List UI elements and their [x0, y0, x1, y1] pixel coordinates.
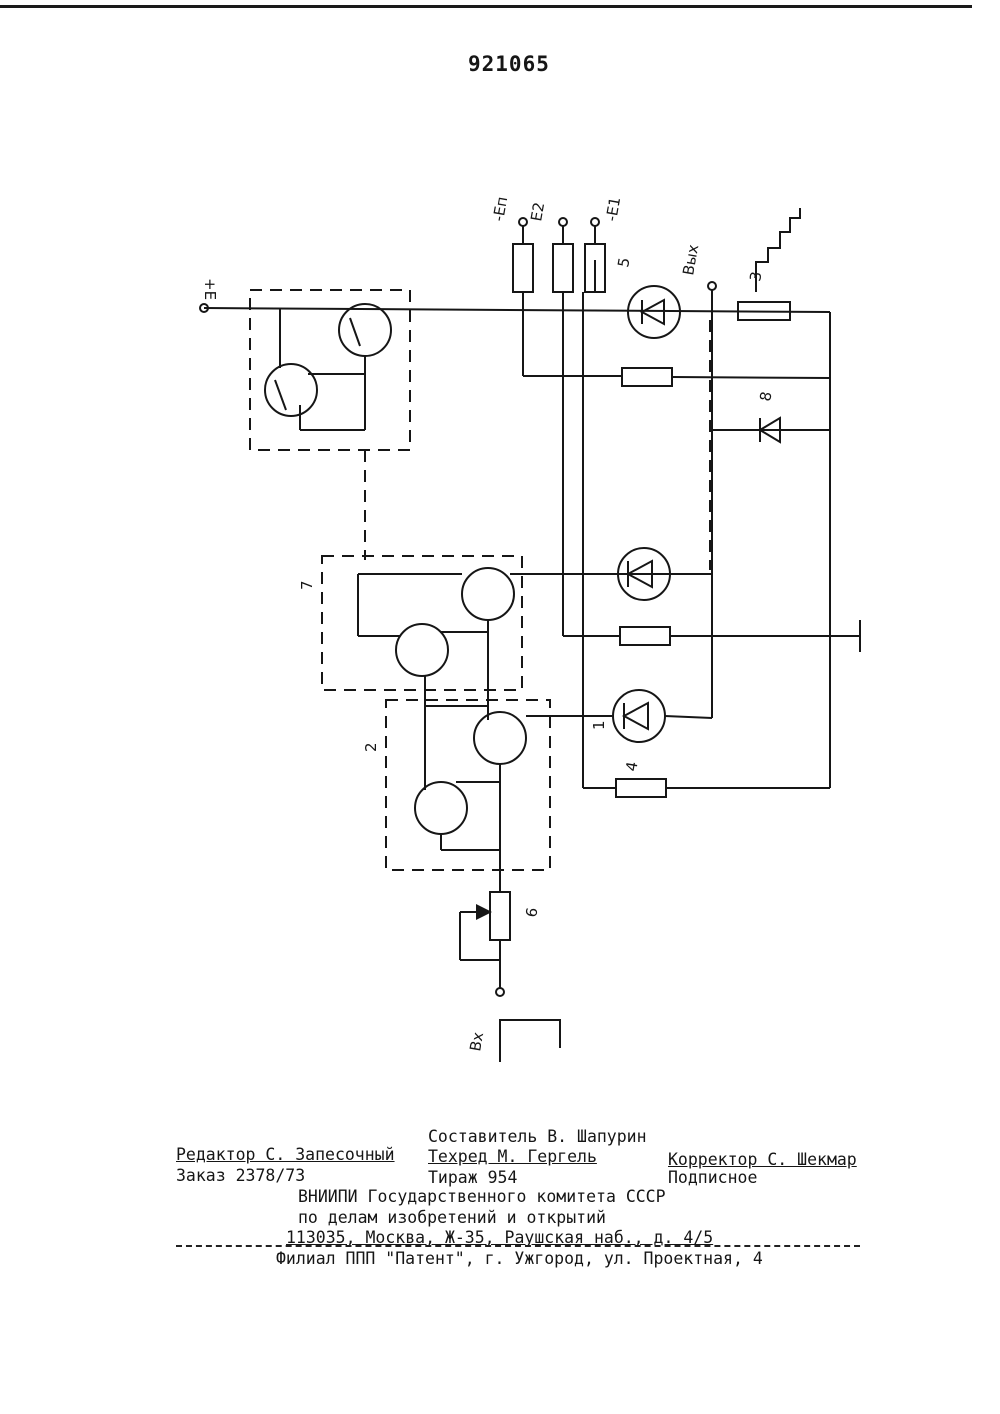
- diode-top: [628, 286, 680, 338]
- svg-text:-E1: -E1: [602, 196, 624, 223]
- svg-text:+E: +E: [201, 278, 219, 300]
- corrector-line: Корректор С. Шекмар: [668, 1150, 857, 1170]
- order-line: Заказ 2378/73: [176, 1166, 305, 1186]
- svg-text:6: 6: [522, 906, 541, 919]
- transistor-top-2: [265, 364, 317, 416]
- svg-text:5: 5: [614, 256, 633, 269]
- svg-text:2: 2: [362, 742, 380, 752]
- terminal-input: [496, 988, 504, 996]
- editor-line: Редактор С. Запесочный: [176, 1145, 395, 1165]
- techred-line: Техред М. Гергель: [428, 1147, 597, 1167]
- svg-text:E2: E2: [527, 201, 548, 223]
- svg-text:8: 8: [756, 390, 775, 403]
- potentiometer-6: [490, 892, 510, 940]
- resistor-en: [513, 244, 533, 292]
- compiler-line: Составитель В. Шапурин: [428, 1127, 647, 1147]
- transistor-top-1: [339, 304, 391, 356]
- resistor-4: [616, 779, 666, 797]
- org-line-1: ВНИИПИ Государственного комитета СССР: [298, 1187, 666, 1207]
- svg-text:Вых: Вых: [679, 243, 702, 277]
- svg-text:1: 1: [590, 720, 608, 730]
- subscription-line: Подписное: [668, 1168, 757, 1188]
- org-line-2: по делам изобретений и открытий: [298, 1208, 606, 1228]
- svg-text:7: 7: [298, 580, 316, 590]
- resistor-e2: [553, 244, 573, 292]
- svg-text:3: 3: [746, 270, 765, 283]
- branch-line: Филиал ППП "Патент", г. Ужгород, ул. Про…: [276, 1249, 763, 1269]
- diode-1: [613, 690, 665, 742]
- block-2: [386, 700, 550, 870]
- svg-text:-Eп: -Eп: [489, 195, 511, 222]
- dashed-separator: [176, 1245, 860, 1247]
- terminal-output: [708, 282, 716, 290]
- svg-text:Вх: Вх: [466, 1031, 487, 1053]
- svg-text:4: 4: [622, 760, 641, 773]
- circulation-line: Тираж 954: [428, 1168, 517, 1188]
